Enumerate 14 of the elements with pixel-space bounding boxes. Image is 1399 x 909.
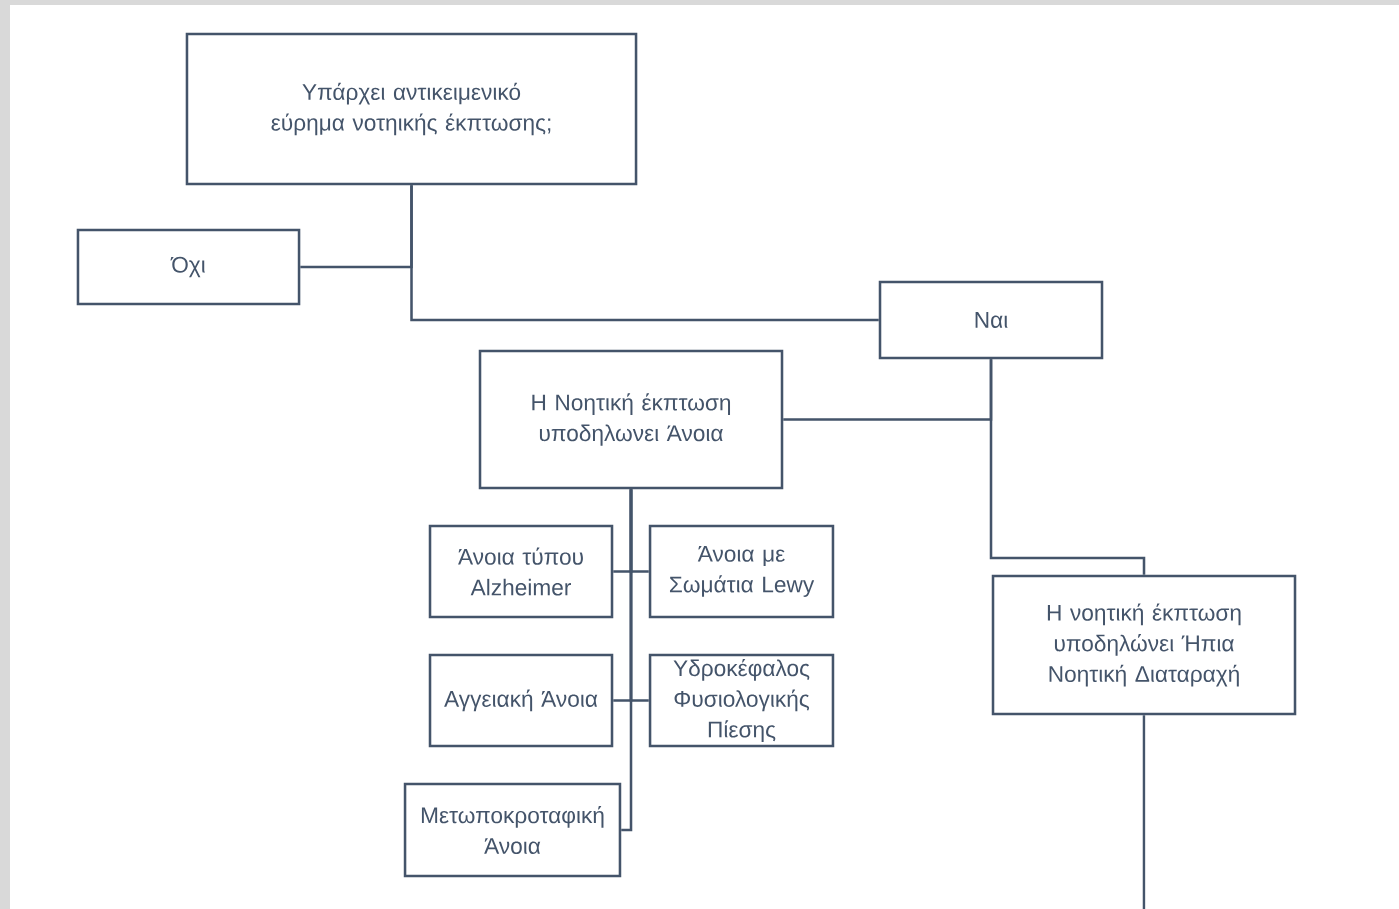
- text-box: Μετωποκροταφική Άνοια: [403, 782, 622, 878]
- connector-line: [621, 489, 633, 832]
- connector-line: [1142, 715, 1146, 909]
- text-box: Η Νοητική έκπτωση υποδηλωνει Άνοια: [478, 349, 784, 490]
- text-box: Άνοια τύπου Alzheimer: [428, 524, 614, 619]
- connector-line: [410, 185, 879, 322]
- text-box: Η νοητική έκπτωση υποδηλώνει Ήπια Νοητική Διαταραχή: [991, 574, 1297, 716]
- text-box: Όχι: [76, 228, 301, 306]
- text-box: Υπάρχει αντικειμενικό εύρημα νοτηικής έκπτωσης;: [185, 32, 638, 186]
- text-box: Αγγειακή Άνοια: [428, 653, 614, 748]
- text-box: Ναι: [878, 280, 1104, 360]
- connector-line: [989, 359, 1146, 575]
- text-box: Υδροκέφαλος Φυσιολογικής Πίεσης: [648, 653, 835, 748]
- text-box: Άνοια με Σωμάτια Lewy: [648, 524, 835, 619]
